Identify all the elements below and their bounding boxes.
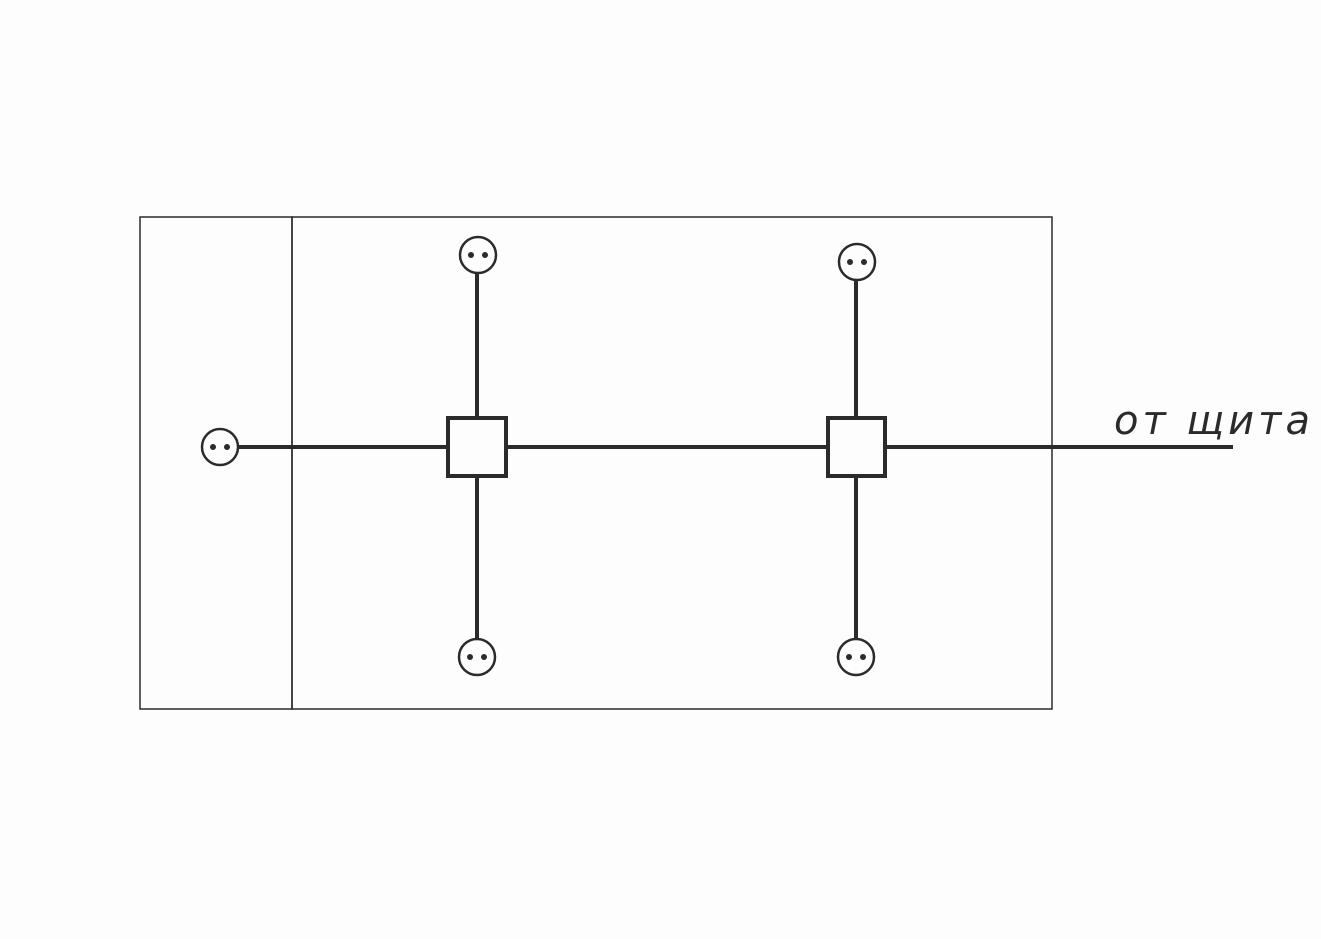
socket-box2-top xyxy=(837,242,877,282)
main-room xyxy=(291,216,1053,710)
socket-box1-bottom xyxy=(457,637,497,677)
supply-label: от щита xyxy=(1114,398,1314,444)
junction-box-left xyxy=(446,416,508,478)
socket-box1-top xyxy=(458,235,498,275)
socket-box2-bottom xyxy=(836,637,876,677)
junction-box-right xyxy=(826,416,887,478)
socket-left-wall xyxy=(200,427,240,467)
